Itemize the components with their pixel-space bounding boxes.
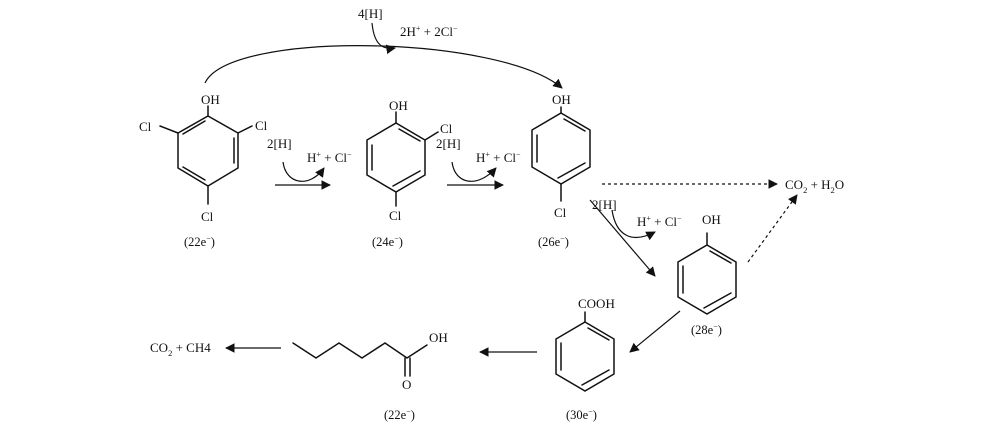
trichlorophenol-cl-left-label: Cl	[139, 119, 152, 134]
benzoate-molecule: COOH (30e−)	[555, 296, 615, 422]
step2-reaction: 2[H] H+ + Cl−	[436, 136, 521, 190]
step1-byproduct-label: H+ + Cl−	[307, 150, 352, 165]
top-bypass-reaction: 4[H] 2H+ + 2Cl−	[204, 6, 563, 89]
benzoate-ring	[555, 311, 615, 392]
chlorophenol-cl-bottom-label: Cl	[554, 205, 567, 220]
step1-reductant-label: 2[H]	[267, 136, 292, 151]
step3-arrow	[589, 199, 656, 277]
top-bypass-arrow	[204, 45, 563, 89]
dichlorophenol-electron-count: (24e−)	[372, 234, 403, 249]
dichlorophenol-cl-right-label: Cl	[440, 121, 453, 136]
hexanoate-oh-label: OH	[429, 330, 448, 345]
hexanoate-electron-count: (22e−)	[384, 407, 415, 422]
trichlorophenol-ring	[159, 105, 253, 205]
hexanoate-o-label: O	[402, 377, 411, 392]
hexanoate-carbon-chain	[292, 342, 428, 359]
trichlorophenol-cl-right-label: Cl	[255, 118, 268, 133]
hexanoate-molecule: OH O (22e−)	[292, 330, 448, 422]
step1-side-arrow	[282, 161, 325, 182]
top-side-arrow	[371, 22, 396, 55]
chlorophenol-ring	[531, 106, 591, 202]
phenol-molecule: OH (28e−)	[677, 212, 737, 337]
top-reductant-label: 4[H]	[358, 6, 383, 21]
step2-side-arrow	[451, 161, 497, 182]
phenol-electron-count: (28e−)	[691, 322, 722, 337]
trichlorophenol-electron-count: (22e−)	[184, 234, 215, 249]
co2-ch4-product-label: CO2 + CH4	[150, 340, 211, 358]
step3-reductant-label: 2[H]	[592, 197, 617, 212]
benzoate-cooh-label: COOH	[578, 296, 615, 311]
step1-reaction: 2[H] H+ + Cl−	[267, 136, 352, 190]
phenol-ring	[677, 232, 737, 315]
chlorophenol-oh-label: OH	[552, 92, 571, 107]
step3-reaction: 2[H] H+ + Cl−	[589, 197, 682, 277]
top-byproduct-label: 2H+ + 2Cl−	[400, 24, 458, 39]
dichlorophenol-cl-bottom-label: Cl	[389, 208, 402, 223]
co2-h2o-product-label: CO2 + H2O	[785, 177, 844, 195]
step3-side-arrow	[611, 209, 656, 241]
dichlorophenol-ring	[366, 111, 439, 207]
benzoate-electron-count: (30e−)	[566, 407, 597, 422]
phenol-to-benzoate-arrow	[629, 310, 681, 353]
chlorophenol-molecule: OH Cl (26e−)	[531, 92, 591, 249]
chlorophenol-electron-count: (26e−)	[538, 234, 569, 249]
dichlorophenol-oh-label: OH	[389, 98, 408, 113]
phenol-to-co2-dashed-arrow	[747, 194, 798, 263]
step2-byproduct-label: H+ + Cl−	[476, 150, 521, 165]
step2-reductant-label: 2[H]	[436, 136, 461, 151]
trichlorophenol-oh-label: OH	[201, 92, 220, 107]
dichlorophenol-molecule: OH Cl Cl (24e−)	[366, 98, 453, 249]
trichlorophenol-molecule: OH Cl Cl Cl (22e−)	[139, 92, 268, 249]
step3-byproduct-label: H+ + Cl−	[637, 214, 682, 229]
trichlorophenol-cl-bottom-label: Cl	[201, 209, 214, 224]
phenol-oh-label: OH	[702, 212, 721, 227]
